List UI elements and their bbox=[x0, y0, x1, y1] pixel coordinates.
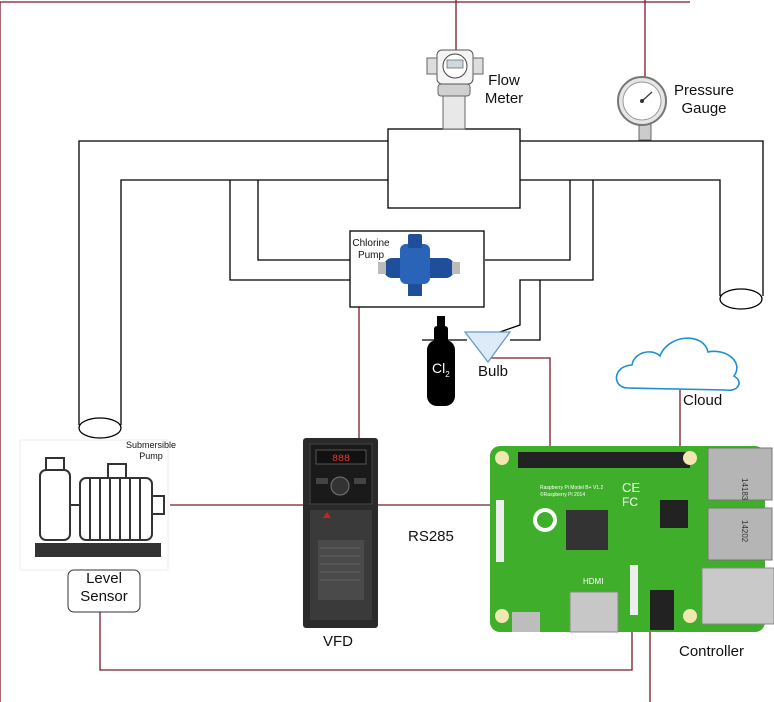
pressure-gauge-icon bbox=[617, 76, 667, 141]
controller-board bbox=[490, 446, 774, 633]
board-hdmi-text: HDMI bbox=[583, 577, 603, 586]
pipe-end-left bbox=[78, 417, 122, 439]
bulb-icon bbox=[463, 331, 512, 364]
signal-wires bbox=[0, 0, 690, 702]
board-usb-a-text: 14183 bbox=[740, 478, 749, 501]
wire-level-sensor-controller bbox=[99, 612, 633, 671]
pipe-inner-right bbox=[520, 179, 721, 296]
flow-meter-label: Flow Meter bbox=[478, 72, 530, 108]
level-sensor-box bbox=[67, 569, 141, 613]
submersible-pump-icon bbox=[35, 457, 165, 557]
chlorine-pump-label-line1: Chlorine bbox=[352, 238, 390, 249]
pipe-to-bulb bbox=[510, 280, 541, 341]
board-usb-b-text: 14202 bbox=[740, 520, 749, 543]
level-sensor-label-line2: Sensor bbox=[80, 588, 128, 605]
pipe-inner-left bbox=[120, 179, 388, 425]
cl2-subscript: 2 bbox=[445, 370, 450, 379]
submersible-pump-label-line1: Submersible bbox=[125, 440, 177, 450]
wire-bulb-controller bbox=[490, 357, 551, 446]
pressure-gauge-label-line1: Pressure bbox=[673, 82, 735, 99]
cloud-label: Cloud bbox=[683, 392, 723, 409]
board-fc-mark: FC bbox=[622, 495, 638, 509]
vfd-icon: 888 bbox=[303, 438, 378, 628]
pipe-outer-right bbox=[520, 140, 764, 296]
cl2-symbol: Cl bbox=[432, 360, 445, 376]
chlorine-pump-icon bbox=[378, 234, 460, 296]
submersible-pump-label: Submersible Pump bbox=[116, 440, 186, 462]
wire-outer-frame bbox=[0, 1, 690, 702]
chlorine-pump-label: Chlorine Pump bbox=[349, 238, 393, 262]
pipe-loop-left-b bbox=[229, 180, 350, 281]
pressure-gauge-label-line2: Gauge bbox=[681, 100, 727, 117]
level-sensor-label-line1: Level bbox=[86, 570, 122, 587]
flow-meter-label-line2: Meter bbox=[484, 90, 524, 107]
submersible-pump-label-line2: Pump bbox=[139, 450, 163, 461]
manifold-box bbox=[387, 128, 521, 209]
board-ce-mark: CE bbox=[622, 480, 640, 495]
board-model-text: Raspberry Pi Model B+ V1.2 bbox=[540, 485, 603, 491]
chlorine-cylinder-icon bbox=[427, 316, 455, 406]
controller-label: Controller bbox=[679, 643, 745, 660]
pipe-network bbox=[78, 140, 764, 425]
pipe-outer-left bbox=[78, 140, 388, 425]
pipe-loop-right-b bbox=[482, 180, 594, 339]
level-sensor-label: Level Sensor bbox=[68, 570, 140, 606]
pipe-end-right bbox=[719, 288, 763, 310]
pressure-gauge-label: Pressure Gauge bbox=[666, 82, 742, 118]
flow-meter-label-line1: Flow bbox=[488, 72, 520, 89]
chlorine-pump-label-line2: Pump bbox=[357, 250, 385, 261]
bulb-label: Bulb bbox=[478, 363, 509, 380]
flow-meter-icon bbox=[426, 49, 484, 130]
cl2-label: Cl2 bbox=[432, 360, 450, 379]
pipe-loop-left-a bbox=[257, 180, 350, 261]
vfd-label: VFD bbox=[323, 633, 353, 650]
rs285-label: RS285 bbox=[408, 528, 454, 545]
svg-text:888: 888 bbox=[332, 454, 350, 465]
board-copyright-text: ©Raspberry Pi 2014 bbox=[540, 491, 585, 498]
pipe-loop-right-a bbox=[485, 180, 571, 261]
cloud-icon bbox=[615, 337, 740, 392]
